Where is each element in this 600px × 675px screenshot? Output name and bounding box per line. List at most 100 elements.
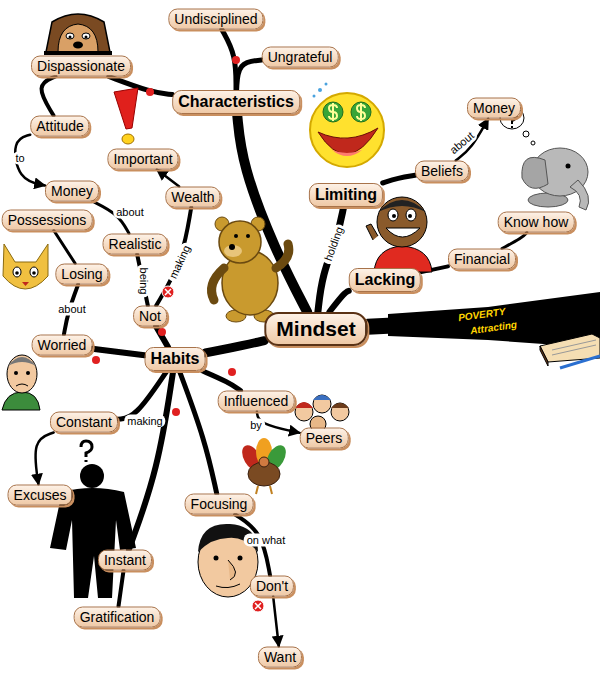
node-text: Excuses: [14, 486, 67, 505]
topic-box: Know how: [498, 212, 575, 233]
connector-label: being: [137, 265, 150, 298]
arrow-connector: [157, 170, 179, 187]
topic-box: Attitude: [30, 116, 89, 137]
topic-box: Financial: [448, 249, 516, 270]
node-text: Financial: [454, 250, 510, 269]
branch-connector: [109, 77, 172, 95]
connector-label: holding: [321, 222, 347, 265]
worried-man-illustration: [2, 355, 40, 410]
node-text: Lacking: [355, 269, 415, 291]
topic-box: Money: [467, 98, 521, 119]
topic-box: Wealth: [165, 187, 220, 208]
topic-box: Excuses: [8, 485, 73, 506]
topic-box: Dispassionate: [31, 56, 131, 77]
bear-illustration: [212, 217, 289, 322]
band-fill: [388, 292, 600, 348]
node-text: Characteristics: [178, 91, 294, 113]
topic-box: Want: [258, 647, 302, 668]
exclamation-illustration: [114, 88, 138, 144]
node-text: Undisciplined: [174, 10, 257, 29]
branch-topic-box: Lacking: [349, 268, 421, 292]
branch-connector: [179, 371, 216, 494]
node-text: Dispassionate: [37, 57, 125, 76]
branch-connector: [42, 77, 56, 116]
node-text: Instant: [104, 551, 146, 570]
connector-label: by: [247, 419, 265, 432]
topic-box: Important: [107, 149, 178, 170]
branch-connector: [383, 175, 415, 183]
root-branch-band: POVERTYAttracting: [388, 288, 600, 354]
branch-connector: [421, 266, 448, 272]
negation-marks: [162, 286, 264, 612]
connector-label: making: [165, 240, 194, 283]
branch-connector: [329, 291, 348, 312]
node-text: Limiting: [315, 184, 377, 206]
topic-box: Influenced: [218, 391, 295, 412]
node-text: Money: [51, 182, 93, 201]
topic-box: Possessions: [2, 210, 93, 231]
central-topic-box: Mindset: [264, 312, 367, 346]
book-illustration: [540, 334, 600, 368]
node-text: Money: [473, 99, 515, 118]
topic-box: Realistic: [103, 234, 168, 255]
node-text: Focusing: [191, 495, 248, 514]
node-text: Influenced: [224, 392, 289, 411]
silhouette-illustration: [50, 441, 136, 598]
topic-box: Worried: [32, 335, 93, 356]
connector-label: on what: [244, 534, 289, 547]
branch-connector: [368, 318, 388, 335]
branch-connector: [237, 60, 262, 90]
branch-connector: [156, 327, 168, 348]
topic-box: Constant: [50, 412, 118, 433]
node-text: Wealth: [171, 188, 214, 207]
branch-connector: [129, 371, 173, 550]
node-text: Habits: [151, 348, 200, 370]
node-text: Not: [139, 307, 161, 326]
branch-topic-box: Characteristics: [172, 90, 300, 114]
branch-connector: [118, 571, 123, 607]
topic-box: Don't: [250, 576, 294, 597]
connector-label: about: [113, 206, 147, 219]
branch-connector: [205, 341, 264, 353]
topic-box: Peers: [300, 428, 349, 449]
node-text: Beliefs: [421, 162, 463, 181]
topic-box: Money: [45, 181, 99, 202]
node-text: Know how: [504, 213, 569, 232]
branch-connector: [203, 371, 241, 391]
branch-connector: [54, 231, 75, 264]
dog-illustration: [44, 14, 112, 55]
node-text: Ungrateful: [268, 48, 333, 67]
topic-box: Not: [133, 306, 167, 327]
branch-topic-box: Limiting: [309, 183, 383, 207]
branch-connector: [92, 349, 144, 355]
connector-label: about: [55, 303, 89, 316]
branch-connector: [502, 233, 527, 249]
connector-label: to: [12, 152, 27, 165]
topic-box: Focusing: [185, 494, 254, 515]
connector-label: about: [445, 127, 479, 159]
topic-box: Undisciplined: [168, 9, 263, 30]
arrow-connector: [36, 433, 54, 485]
node-text: Important: [113, 150, 172, 169]
arrow-connector: [273, 597, 279, 647]
topic-box: Ungrateful: [262, 47, 339, 68]
topic-box: Instant: [98, 550, 152, 571]
peers-illustration: [295, 395, 349, 432]
topic-box: Gratification: [74, 607, 161, 628]
topic-box: Beliefs: [415, 161, 469, 182]
branch-connector: [118, 371, 167, 419]
cat-illustration: [3, 244, 48, 289]
node-text: Don't: [256, 577, 288, 596]
node-text: Want: [264, 648, 296, 667]
node-text: Losing: [61, 265, 102, 284]
smiley-illustration: [310, 83, 384, 168]
node-text: Constant: [56, 413, 112, 432]
branch-topic-box: Habits: [145, 347, 206, 371]
turkey-illustration: [238, 438, 290, 494]
node-text: Attitude: [36, 117, 83, 136]
node-text: Mindset: [276, 314, 355, 344]
kid-illustration: [366, 197, 432, 272]
branch-connector: [237, 114, 307, 312]
